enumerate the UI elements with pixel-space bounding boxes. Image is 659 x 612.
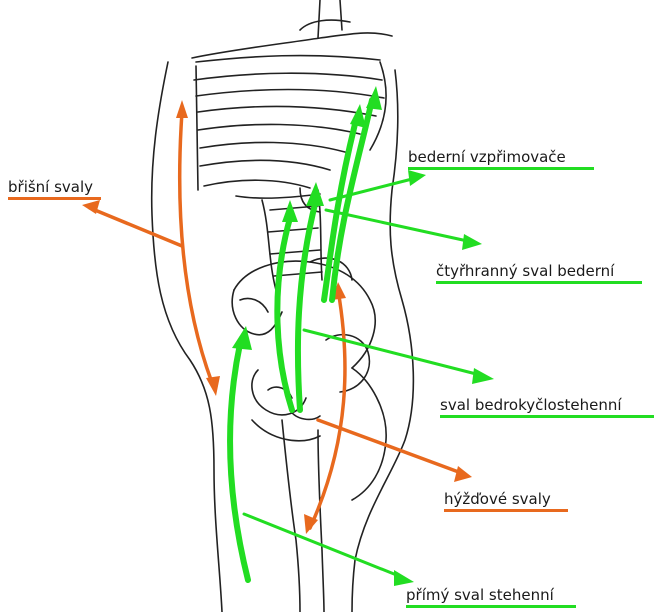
underline-ctyrhranny-sval-bederni (436, 281, 642, 284)
label-bederni-vzprimovace: bederní vzpřimovače (408, 148, 566, 166)
label-primy-sval-stehenni: přímý sval stehenní (406, 586, 554, 604)
label-ctyrhranny-sval-bederni: čtyřhranný sval bederní (436, 262, 614, 280)
underline-hyzdove-svaly (444, 509, 568, 512)
underline-brisni-svaly (8, 197, 101, 200)
underline-bederni-vzprimovace (408, 167, 594, 170)
underline-primy-sval-stehenni (406, 605, 576, 608)
underline-sval-bedrokyclostehenni (440, 415, 654, 418)
label-sval-bedrokyclostehenni: sval bedrokyčlostehenní (440, 396, 622, 414)
label-brisni-svaly: břišní svaly (8, 178, 93, 196)
label-hyzdove-svaly: hýžďové svaly (444, 490, 551, 508)
